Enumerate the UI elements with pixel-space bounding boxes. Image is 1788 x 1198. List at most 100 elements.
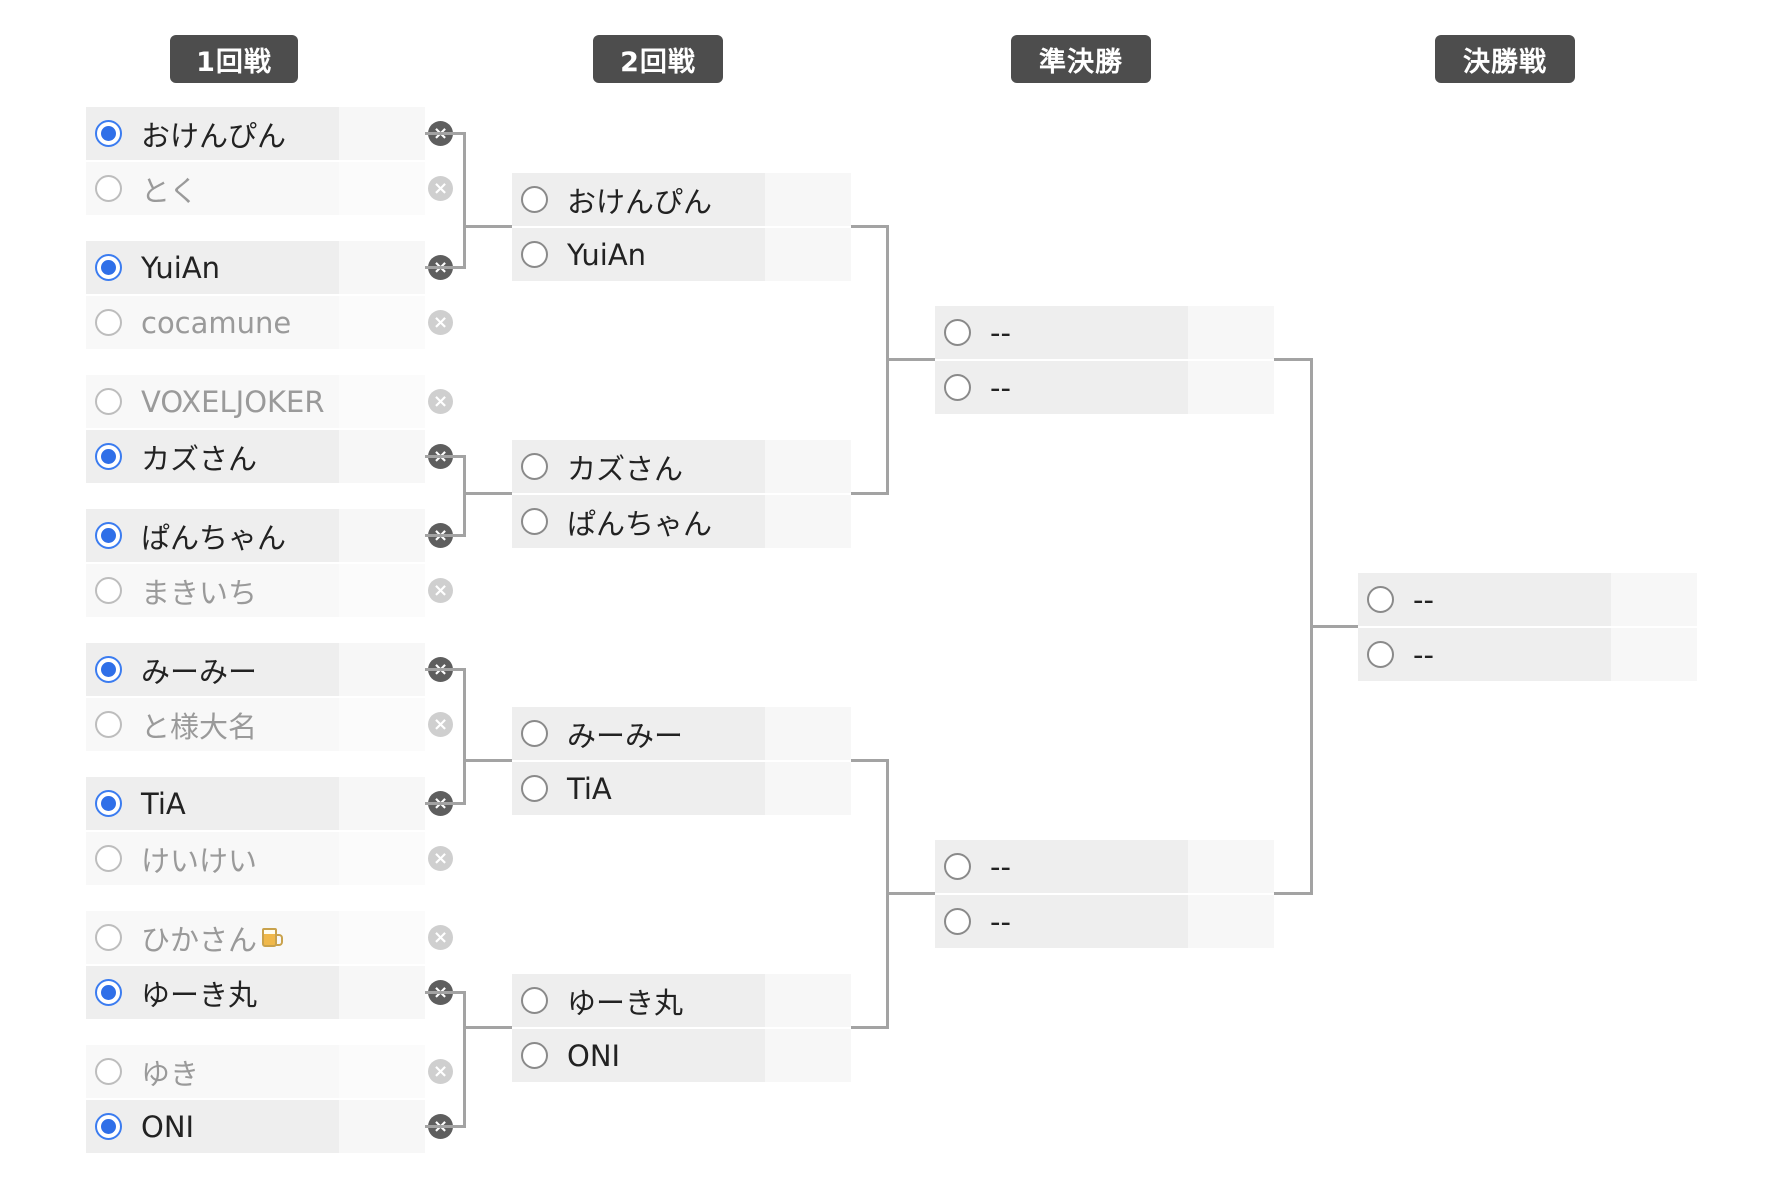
- score-cell[interactable]: [765, 1029, 851, 1082]
- remove-player-icon[interactable]: ×: [428, 176, 453, 201]
- score-cell[interactable]: [765, 974, 851, 1027]
- radio-button-icon[interactable]: [95, 711, 122, 738]
- round2-slot[interactable]: YuiAn: [512, 228, 851, 281]
- radio-button-icon[interactable]: [95, 175, 122, 202]
- round2-slot[interactable]: おけんぴん: [512, 173, 851, 226]
- radio-button-icon[interactable]: [95, 443, 122, 470]
- radio-button-icon[interactable]: [521, 720, 548, 747]
- player-name: --: [935, 361, 1188, 414]
- round1-slot[interactable]: TiA: [86, 777, 425, 830]
- semifinal-slot[interactable]: --: [935, 895, 1274, 948]
- radio-button-icon[interactable]: [95, 388, 122, 415]
- radio-button-icon[interactable]: [521, 775, 548, 802]
- radio-button-icon[interactable]: [944, 853, 971, 880]
- radio-button-icon[interactable]: [521, 186, 548, 213]
- score-cell[interactable]: [339, 162, 425, 215]
- score-cell[interactable]: [339, 564, 425, 617]
- round1-slot[interactable]: まきいち: [86, 564, 425, 617]
- score-cell[interactable]: [339, 241, 425, 294]
- radio-button-icon[interactable]: [944, 374, 971, 401]
- radio-button-icon[interactable]: [95, 1113, 122, 1140]
- score-cell[interactable]: [1188, 840, 1274, 893]
- remove-player-icon[interactable]: ×: [428, 712, 453, 737]
- final-slot[interactable]: --: [1358, 628, 1697, 681]
- round1-slot[interactable]: ぱんちゃん: [86, 509, 425, 562]
- score-cell[interactable]: [339, 1045, 425, 1098]
- score-cell[interactable]: [1188, 306, 1274, 359]
- score-cell[interactable]: [339, 107, 425, 160]
- round1-slot[interactable]: VOXELJOKER: [86, 375, 425, 428]
- radio-button-icon[interactable]: [95, 120, 122, 147]
- round1-slot[interactable]: カズさん: [86, 430, 425, 483]
- score-cell[interactable]: [339, 643, 425, 696]
- round2-slot[interactable]: カズさん: [512, 440, 851, 493]
- round1-slot[interactable]: ひかさん: [86, 911, 425, 964]
- semifinal-slot[interactable]: --: [935, 306, 1274, 359]
- round1-slot[interactable]: cocamune: [86, 296, 425, 349]
- radio-button-icon[interactable]: [521, 453, 548, 480]
- radio-button-icon[interactable]: [521, 241, 548, 268]
- radio-button-icon[interactable]: [95, 979, 122, 1006]
- radio-button-icon[interactable]: [521, 1042, 548, 1069]
- round1-slot[interactable]: とく: [86, 162, 425, 215]
- radio-button-icon[interactable]: [95, 522, 122, 549]
- round1-slot[interactable]: ゆき: [86, 1045, 425, 1098]
- remove-player-icon[interactable]: ×: [428, 1059, 453, 1084]
- score-cell[interactable]: [339, 777, 425, 830]
- radio-button-icon[interactable]: [95, 924, 122, 951]
- score-cell[interactable]: [339, 911, 425, 964]
- round2-slot[interactable]: ONI: [512, 1029, 851, 1082]
- radio-button-icon[interactable]: [95, 656, 122, 683]
- round1-slot[interactable]: ONI: [86, 1100, 425, 1153]
- round1-slot[interactable]: けいけい: [86, 832, 425, 885]
- radio-button-icon[interactable]: [95, 845, 122, 872]
- round1-slot[interactable]: みーみー: [86, 643, 425, 696]
- score-cell[interactable]: [1611, 628, 1697, 681]
- radio-button-icon[interactable]: [1367, 586, 1394, 613]
- round1-slot[interactable]: おけんぴん: [86, 107, 425, 160]
- round1-slot[interactable]: ゆーき丸: [86, 966, 425, 1019]
- round1-slot[interactable]: YuiAn: [86, 241, 425, 294]
- radio-button-icon[interactable]: [521, 987, 548, 1014]
- score-cell[interactable]: [339, 832, 425, 885]
- round2-slot[interactable]: みーみー: [512, 707, 851, 760]
- radio-button-icon[interactable]: [95, 1058, 122, 1085]
- score-cell[interactable]: [1611, 573, 1697, 626]
- remove-player-icon[interactable]: ×: [428, 310, 453, 335]
- score-cell[interactable]: [339, 430, 425, 483]
- radio-button-icon[interactable]: [944, 908, 971, 935]
- radio-button-icon[interactable]: [95, 254, 122, 281]
- round2-slot[interactable]: TiA: [512, 762, 851, 815]
- score-cell[interactable]: [765, 707, 851, 760]
- score-cell[interactable]: [765, 762, 851, 815]
- radio-button-icon[interactable]: [95, 577, 122, 604]
- score-cell[interactable]: [765, 173, 851, 226]
- score-cell[interactable]: [765, 440, 851, 493]
- semifinal-slot[interactable]: --: [935, 361, 1274, 414]
- score-cell[interactable]: [339, 375, 425, 428]
- final-slot[interactable]: --: [1358, 573, 1697, 626]
- score-cell[interactable]: [765, 495, 851, 548]
- round2-slot[interactable]: ゆーき丸: [512, 974, 851, 1027]
- remove-player-icon[interactable]: ×: [428, 389, 453, 414]
- radio-button-icon[interactable]: [944, 319, 971, 346]
- player-name-text: と様大名: [141, 709, 258, 744]
- round2-slot[interactable]: ぱんちゃん: [512, 495, 851, 548]
- round1-slot[interactable]: と様大名: [86, 698, 425, 751]
- score-cell[interactable]: [1188, 895, 1274, 948]
- score-cell[interactable]: [765, 228, 851, 281]
- remove-player-icon[interactable]: ×: [428, 846, 453, 871]
- radio-button-icon[interactable]: [95, 309, 122, 336]
- remove-player-icon[interactable]: ×: [428, 925, 453, 950]
- radio-button-icon[interactable]: [521, 508, 548, 535]
- radio-button-icon[interactable]: [1367, 641, 1394, 668]
- score-cell[interactable]: [339, 966, 425, 1019]
- score-cell[interactable]: [339, 509, 425, 562]
- semifinal-slot[interactable]: --: [935, 840, 1274, 893]
- score-cell[interactable]: [339, 1100, 425, 1153]
- score-cell[interactable]: [339, 296, 425, 349]
- score-cell[interactable]: [1188, 361, 1274, 414]
- score-cell[interactable]: [339, 698, 425, 751]
- radio-button-icon[interactable]: [95, 790, 122, 817]
- remove-player-icon[interactable]: ×: [428, 578, 453, 603]
